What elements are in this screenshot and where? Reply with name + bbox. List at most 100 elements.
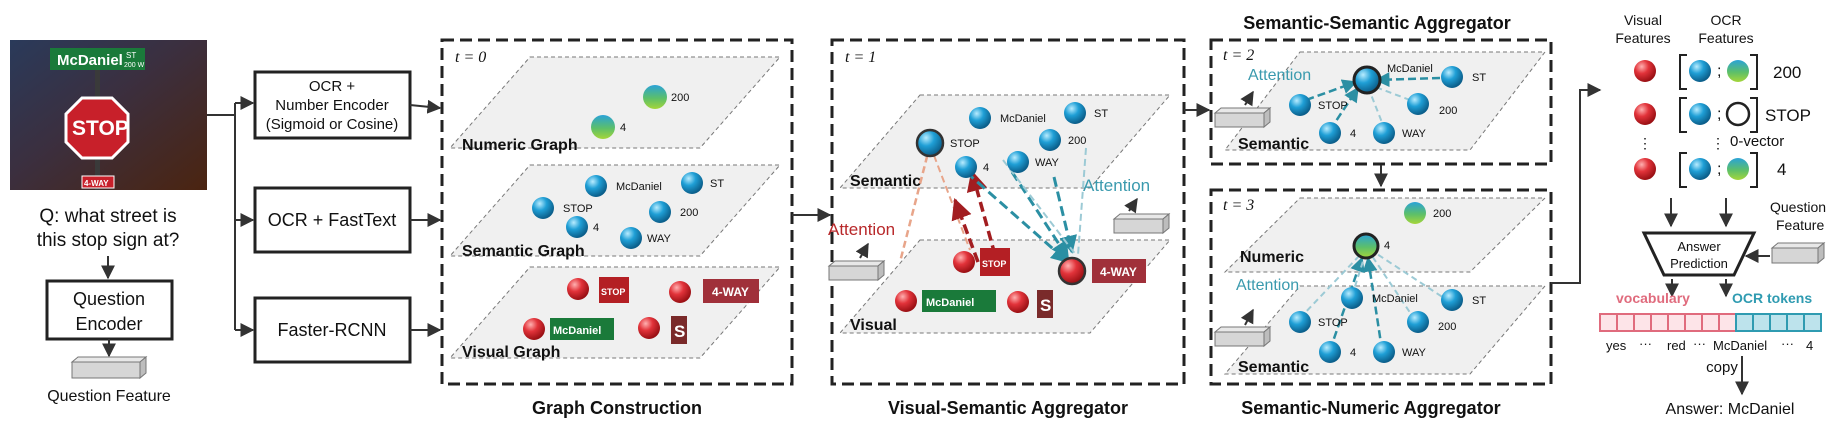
feature-row-1-value: 200 bbox=[1773, 63, 1801, 82]
token-dots-3: ··· bbox=[1781, 336, 1794, 351]
visual-features-header-1: Visual bbox=[1624, 12, 1662, 28]
copy-label: copy bbox=[1706, 359, 1738, 376]
stop-sign-text: STOP bbox=[72, 117, 129, 140]
t3-semantic-node-stop-label: STOP bbox=[1318, 317, 1348, 329]
visual-node-s bbox=[638, 317, 660, 339]
feature-row-2-value: STOP bbox=[1765, 106, 1811, 125]
t1-label: t = 1 bbox=[845, 49, 876, 66]
t2-semantic-node-200-label: 200 bbox=[1439, 105, 1457, 117]
t3-numeric-node-200-label: 200 bbox=[1433, 208, 1451, 220]
question-feature-label: Question Feature bbox=[47, 388, 171, 405]
t1-semantic-node-way-label: WAY bbox=[1035, 157, 1059, 169]
t1-semantic-node-mcdaniel bbox=[969, 107, 991, 129]
t3-numeric-node-4 bbox=[1352, 232, 1380, 260]
t1-visual-node-s bbox=[1007, 291, 1029, 313]
t3-numeric-node-4-label: 4 bbox=[1384, 240, 1390, 252]
answer-prediction-label-2: Prediction bbox=[1670, 256, 1728, 271]
numeric-graph-label: Numeric Graph bbox=[462, 137, 578, 154]
t1-semantic-node-4-label: 4 bbox=[983, 162, 989, 174]
t3-semantic-node-mcdaniel bbox=[1341, 287, 1363, 309]
graph-construction-title: Graph Construction bbox=[532, 398, 702, 418]
t2-attention-edges bbox=[1294, 72, 1441, 131]
t1-semantic-node-200-label: 200 bbox=[1068, 135, 1086, 147]
semantic-node-mcdaniel bbox=[585, 175, 607, 197]
ocr-number-encoder-label-1: OCR + bbox=[309, 78, 356, 95]
ocr-features-header-2: Features bbox=[1698, 30, 1753, 46]
answer-prediction-label-1: Answer bbox=[1677, 239, 1721, 254]
semantic-node-200 bbox=[649, 201, 671, 223]
numeric-node-4 bbox=[591, 115, 615, 139]
feature-row-3-value: 4 bbox=[1777, 160, 1786, 179]
t0-label: t = 0 bbox=[455, 49, 486, 66]
final-answer: Answer: McDaniel bbox=[1666, 401, 1795, 418]
visual-crop-mcdaniel-text: McDaniel bbox=[553, 325, 601, 337]
t1-semantic-node-way bbox=[1007, 151, 1029, 173]
street-sign-st: ST bbox=[126, 51, 136, 60]
street-sign bbox=[50, 48, 145, 70]
t2-semantic-node-way-label: WAY bbox=[1402, 128, 1426, 140]
t3-numeric-label: Numeric bbox=[1240, 249, 1304, 266]
visual-graph-label: Visual Graph bbox=[462, 344, 560, 361]
t2-semantic-node-200 bbox=[1407, 93, 1429, 115]
graph-construction-panel bbox=[440, 38, 794, 386]
question-line-1: Q: what street is bbox=[39, 206, 176, 227]
t1-visual-crop-mcdaniel-text: McDaniel bbox=[926, 297, 974, 309]
ocr-fasttext-label: OCR + FastText bbox=[268, 210, 397, 230]
ocr-number-encoder-label-3: (Sigmoid or Cosine) bbox=[266, 116, 399, 133]
semantic-node-4 bbox=[566, 216, 588, 238]
t3-attention-label: Attention bbox=[1236, 277, 1299, 294]
ocr-tokens-label: OCR tokens bbox=[1732, 290, 1812, 306]
token-dots-2: ··· bbox=[1693, 336, 1706, 351]
t3-semantic-label: Semantic bbox=[1238, 359, 1309, 376]
t3-semantic-node-mcdaniel-label: McDaniel bbox=[1372, 293, 1418, 305]
t2-semantic-node-stop-label: STOP bbox=[1318, 100, 1348, 112]
t1-semantic-node-st-label: ST bbox=[1094, 108, 1108, 120]
t1-semantic-node-200 bbox=[1039, 129, 1061, 151]
t3-semantic-node-4 bbox=[1319, 341, 1341, 363]
t2-semantic-node-4 bbox=[1319, 122, 1341, 144]
t3-numeric-plane bbox=[1223, 197, 1547, 273]
numeric-node-200-label: 200 bbox=[671, 92, 689, 104]
visual-node-stop bbox=[567, 278, 589, 300]
feature-row-1: ; 200 bbox=[1634, 54, 1801, 90]
t1-semantic-node-st bbox=[1064, 102, 1086, 124]
t3-attention-block bbox=[1213, 325, 1272, 348]
semantic-node-mcdaniel-label: McDaniel bbox=[616, 181, 662, 193]
numeric-node-4-label: 4 bbox=[620, 122, 626, 134]
feature-dots-ocr: ⋮ bbox=[1711, 135, 1725, 151]
answer-prediction-box bbox=[1641, 231, 1757, 277]
feature-row-2: ; STOP bbox=[1634, 97, 1811, 133]
t1-semantic-node-stop bbox=[915, 128, 945, 158]
stop-sign bbox=[64, 96, 130, 160]
semantic-numeric-title: Semantic-Numeric Aggregator bbox=[1241, 398, 1500, 418]
question-feature-block bbox=[70, 355, 148, 380]
numeric-node-200 bbox=[643, 85, 667, 109]
t2-semantic-node-way bbox=[1373, 122, 1395, 144]
token-dots-1: ··· bbox=[1639, 336, 1652, 351]
semantic-node-st-label: ST bbox=[710, 178, 724, 190]
semantic-node-200-label: 200 bbox=[680, 207, 698, 219]
visual-crop-4way-text: 4-WAY bbox=[712, 285, 749, 299]
t3-semantic-node-st-label: ST bbox=[1472, 295, 1486, 307]
t3-semantic-node-200-label: 200 bbox=[1438, 321, 1456, 333]
t1-visual-node-4way bbox=[1057, 256, 1087, 286]
t2-semantic-node-stop bbox=[1289, 94, 1311, 116]
t1-visual-crop-mcdaniel bbox=[922, 290, 996, 312]
visual-crop-stop bbox=[599, 277, 629, 303]
t3-semantic-node-st bbox=[1441, 289, 1463, 311]
numeric-graph-plane bbox=[448, 56, 782, 149]
ocr-token-cells bbox=[1735, 313, 1822, 332]
t2-semantic-node-4-label: 4 bbox=[1350, 128, 1356, 140]
ocr-features-header-1: OCR bbox=[1710, 12, 1741, 28]
visual-node-mcdaniel bbox=[523, 318, 545, 340]
semantic-node-stop-label: STOP bbox=[563, 203, 593, 215]
question-encoder-label-2: Encoder bbox=[75, 314, 142, 334]
t2-semantic-node-mcdaniel bbox=[1352, 65, 1382, 95]
t1-attention-red-label: Attention bbox=[828, 220, 895, 239]
ocr-fasttext-box bbox=[253, 186, 412, 254]
t2-semantic-node-st bbox=[1441, 66, 1463, 88]
street-sign-text: McDaniel bbox=[57, 52, 123, 69]
faster-rcnn-box bbox=[253, 296, 412, 364]
t2-attention-label: Attention bbox=[1248, 67, 1311, 84]
semantic-graph-label: Semantic Graph bbox=[462, 243, 585, 260]
